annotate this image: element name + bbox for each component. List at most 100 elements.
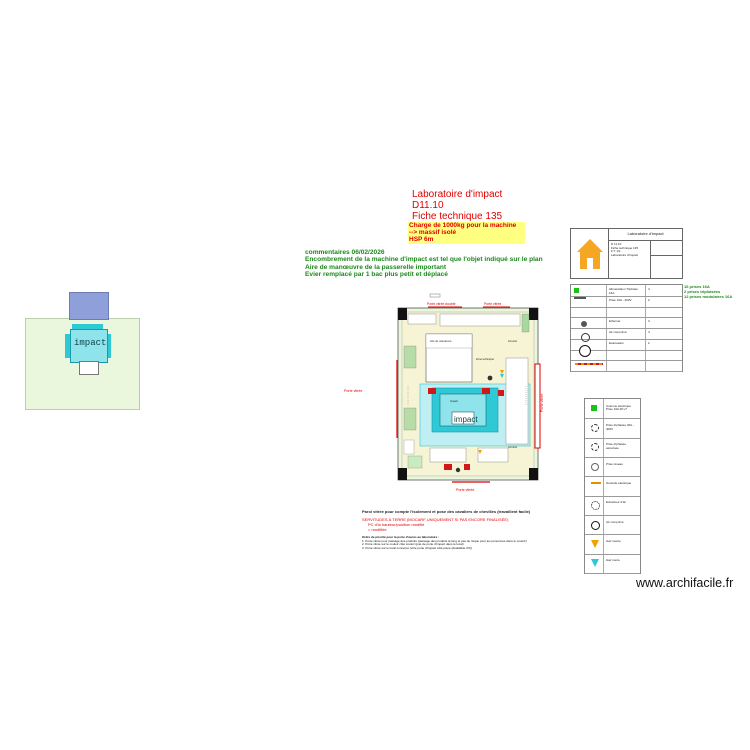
power-note-line: 16 prises 16A xyxy=(684,284,710,289)
zone-label: Armoire xyxy=(508,445,518,449)
floor-plan: Porte vitrée double Porte vitrée impact xyxy=(344,293,544,492)
legend-top-label: Evacuation xyxy=(609,340,624,345)
duct-icon xyxy=(575,363,603,365)
compressed-air-icon xyxy=(581,333,590,342)
duct-icon xyxy=(591,481,601,484)
outlet-icon xyxy=(581,321,587,327)
legend-right-row: Gaz neutre xyxy=(585,534,640,555)
left-drawing: impact xyxy=(25,292,140,410)
door-label: Porte vitrée xyxy=(484,302,501,306)
note-line: 1. Porte vitrée pour passage des produit… xyxy=(362,538,527,543)
legend-top-row xyxy=(571,360,682,372)
plan-notes: Paroi vitrée pour compte l'isolement et … xyxy=(362,509,562,550)
legend-right-label: Gaz neutre xyxy=(606,538,621,543)
air-icon xyxy=(591,520,600,530)
legend-top-row xyxy=(571,307,682,319)
note-line: PC d'la hauteur/position modifié xyxy=(368,522,425,527)
legend-top-row: Air comprimé 4 xyxy=(571,328,682,340)
legend-top-value: 4 xyxy=(648,330,650,334)
info-line: Laboratoire d'impact xyxy=(611,252,639,257)
legend-top-row: Ethernet 3 xyxy=(571,317,682,329)
legend-right-label: Prise triphasée sécurisée xyxy=(606,442,627,450)
legend-right-row: Goulotte électrique xyxy=(585,476,640,497)
legend-right-row: Extracteur d'air xyxy=(585,496,640,516)
legend-top-value: 3 xyxy=(648,319,650,324)
legend-right-row: Prise réseau xyxy=(585,457,640,478)
fan-icon xyxy=(591,501,600,511)
note-line: SERVITUDES À TERRE (MOCARF UNIQUEMENT SI… xyxy=(362,517,509,522)
power-note-line: 12 prises modulaires 16A xyxy=(684,293,733,299)
legend-top-label: Alimentation Triphasé 16A xyxy=(609,287,638,295)
legend-right-label: Prise réseau xyxy=(606,461,623,466)
left-machine: impact xyxy=(65,324,111,375)
zone-label: Impact xyxy=(450,399,458,403)
legend-top-label: Air comprimé xyxy=(609,330,627,334)
legend-top-row xyxy=(571,350,682,362)
title-block: Laboratoire d'impact D 11.10 Fiche techn… xyxy=(570,228,683,279)
title-line: Fiche technique 135 xyxy=(412,211,503,222)
green-square-icon xyxy=(574,288,579,293)
comment-line: Encombrement de la machine d'impact est … xyxy=(305,256,543,264)
charge-line: HSP 6m xyxy=(409,236,434,244)
house-icon xyxy=(575,237,605,271)
legend-right-label: Gaz inerte xyxy=(606,558,620,563)
door-label: Porte vitrée xyxy=(344,389,362,393)
power-note-line: 2 prises triphasées xyxy=(684,288,721,294)
door-label: Porte vitrée xyxy=(456,488,474,492)
network-icon xyxy=(591,462,599,471)
green-square-icon xyxy=(591,404,597,411)
dotted-circle-icon xyxy=(591,443,599,452)
cyan-valve-icon xyxy=(591,559,599,568)
left-blue-block xyxy=(69,292,109,320)
note-line: 2. Porte vitrée sur le couloir côté coul… xyxy=(362,542,464,547)
note-line: > modifiée xyxy=(368,527,387,532)
title-block-text: Laboratoire d'impact D11.10 Fiche techni… xyxy=(412,189,502,222)
comment-line: Aire de manœuvre de la passerelle import… xyxy=(305,263,447,271)
info-line: Fiche technique 135 xyxy=(611,245,639,250)
legend-top-value: 2 xyxy=(648,340,650,345)
legend-right-label: Prise triphasée 32A - 400V xyxy=(606,422,634,431)
note-line: Ordre de priorité pour la porte d'accès … xyxy=(362,535,440,539)
legend-right-label: Extracteur d'air xyxy=(606,500,627,505)
door-label: Porte vitrée xyxy=(540,394,544,412)
note-line: Paroi vitrée pour compte l'isolement et … xyxy=(362,509,531,514)
dotted-circle-icon xyxy=(591,423,599,432)
legend-top-row: Prise 16A - 400V 2 xyxy=(571,296,682,308)
legend-right-row: Gaz inerte xyxy=(585,554,640,574)
info-line: F.T. 1/1 xyxy=(611,249,621,254)
comments: commentaires 06/02/2026 Encombrement de … xyxy=(305,249,543,279)
zone-label: Aire de manœuvre xyxy=(430,339,452,343)
legend-top-label: Ethernet xyxy=(609,319,621,324)
door-label: Porte vitrée double xyxy=(427,302,456,306)
legend-right-label: Goulotte électrique xyxy=(606,480,632,485)
comment-line: commentaires 06/02/2026 xyxy=(305,249,385,256)
legend-right-label: Air comprimé xyxy=(606,519,624,524)
legend-top-value: 4 xyxy=(648,287,650,291)
left-machine-label: impact xyxy=(74,338,107,348)
title-line: Laboratoire d'impact xyxy=(412,189,503,200)
power-note: 16 prises 16A 2 prises triphasées 12 pri… xyxy=(684,284,733,299)
title-line: D11.10 xyxy=(412,200,444,211)
charge-line: Charge de 1000kg pour la machine xyxy=(409,222,517,229)
legend-right: Colonne électrique Prise 16A 2P+T Prise t… xyxy=(584,398,641,574)
legend-right-row: Prise triphasée sécurisée xyxy=(585,438,640,458)
title-block-heading: Laboratoire d'impact xyxy=(627,231,664,236)
orange-valve-icon xyxy=(591,539,599,548)
legend-right-row: Air comprimé xyxy=(585,515,640,536)
legend-right-label: Colonne électrique Prise 16A 2P+T xyxy=(606,403,632,412)
legend-top-label: Prise 16A - 400V xyxy=(609,297,632,302)
charge-line: --> massif isolé xyxy=(409,229,457,237)
info-line: D 11.10 xyxy=(611,242,622,246)
legend-top-value: 2 xyxy=(648,297,650,302)
title-block-info: D 11.10 Fiche technique 135 F.T. 1/1 Lab… xyxy=(611,242,649,257)
watermark: www.archifacile.fr xyxy=(636,576,734,590)
note-line: 3. Porte vitrée sur le local concerné (v… xyxy=(362,545,473,550)
legend-top-row: Evacuation 2 xyxy=(571,339,682,351)
comment-line: Evier remplacé par 1 bac plus petit et d… xyxy=(305,271,448,279)
legend-right-row: Prise triphasée 32A - 400V xyxy=(585,418,640,439)
plan-impact-label: impact xyxy=(454,415,478,424)
zone-label: Armoire xyxy=(508,339,518,343)
charge-note: Charge de 1000kg pour la machine --> mas… xyxy=(408,222,525,244)
legend-top-row: Alimentation Triphasé 16A 4 xyxy=(571,285,682,297)
